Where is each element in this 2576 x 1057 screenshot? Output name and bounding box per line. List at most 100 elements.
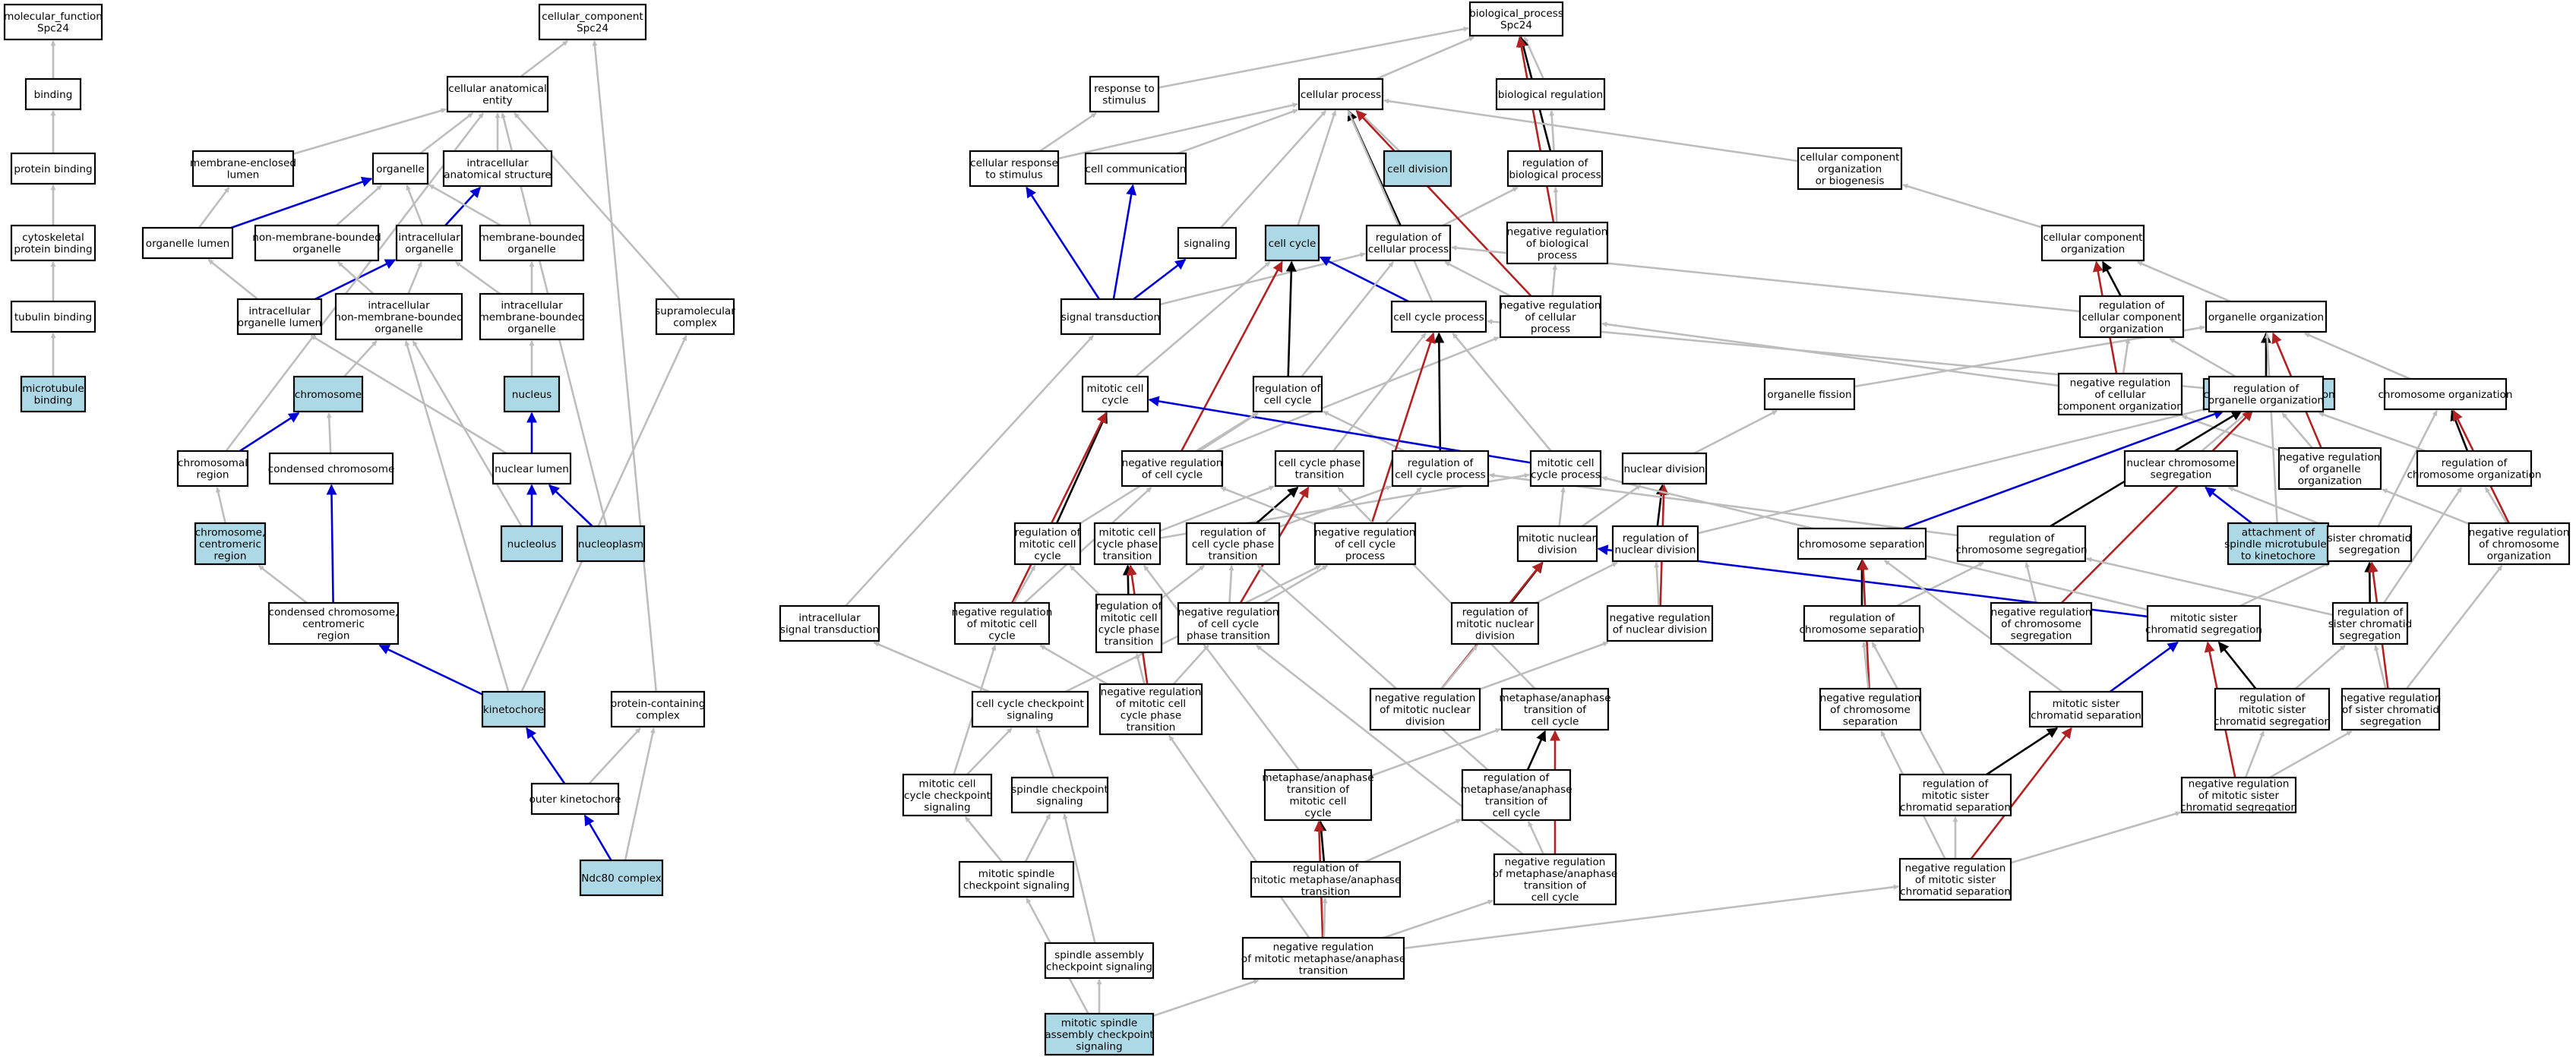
node-nucleolus[interactable]: nucleolus	[500, 525, 564, 563]
node-intracellular-nmb-organelle[interactable]: intracellularnon-membrane-boundedorganel…	[334, 292, 463, 341]
node-protein-binding[interactable]: protein binding	[10, 152, 96, 185]
node-nucleoplasm[interactable]: nucleoplasm	[576, 525, 646, 563]
node-outer-kinetochore[interactable]: outer kinetochore	[529, 782, 621, 816]
node-organelle-lumen[interactable]: organelle lumen	[141, 226, 234, 260]
node-signal-transduction[interactable]: signal transduction	[1060, 298, 1162, 336]
node-nuclear-lumen[interactable]: nuclear lumen	[491, 452, 572, 485]
node-nucleus[interactable]: nucleus	[503, 375, 561, 413]
node-biological-regulation[interactable]: biological regulation	[1495, 77, 1606, 111]
node-nuclear-division[interactable]: nuclear division	[1621, 452, 1708, 485]
node-chromosome-organization[interactable]: chromosome organization	[2378, 377, 2513, 411]
node-chromosome[interactable]: chromosome	[292, 375, 364, 413]
node-cell-communication[interactable]: cell communication	[1084, 152, 1187, 185]
node-organelle-fission[interactable]: organelle fission	[1763, 377, 1856, 411]
node-regulation-of-metaphase-anaphase-transition-of-cell-cycle[interactable]: regulation ofmetaphase/anaphasetransitio…	[1460, 768, 1572, 822]
node-organelle-organization[interactable]: organelle organization	[2205, 300, 2328, 333]
node-signaling[interactable]: signaling	[1177, 226, 1237, 260]
node-tubulin-binding[interactable]: tubulin binding	[10, 300, 96, 333]
node-cell-division[interactable]: cell division	[1383, 150, 1452, 188]
node-cellular-process[interactable]: cellular process	[1297, 77, 1384, 111]
node-kinetochore[interactable]: kinetochore	[481, 690, 546, 728]
node-organelle[interactable]: organelle	[371, 152, 429, 185]
node-cell-cycle-process[interactable]: cell cycle process	[1390, 300, 1487, 333]
node-ndc80-complex[interactable]: Ndc80 complex	[579, 859, 664, 897]
node-binding[interactable]: binding	[24, 77, 82, 111]
